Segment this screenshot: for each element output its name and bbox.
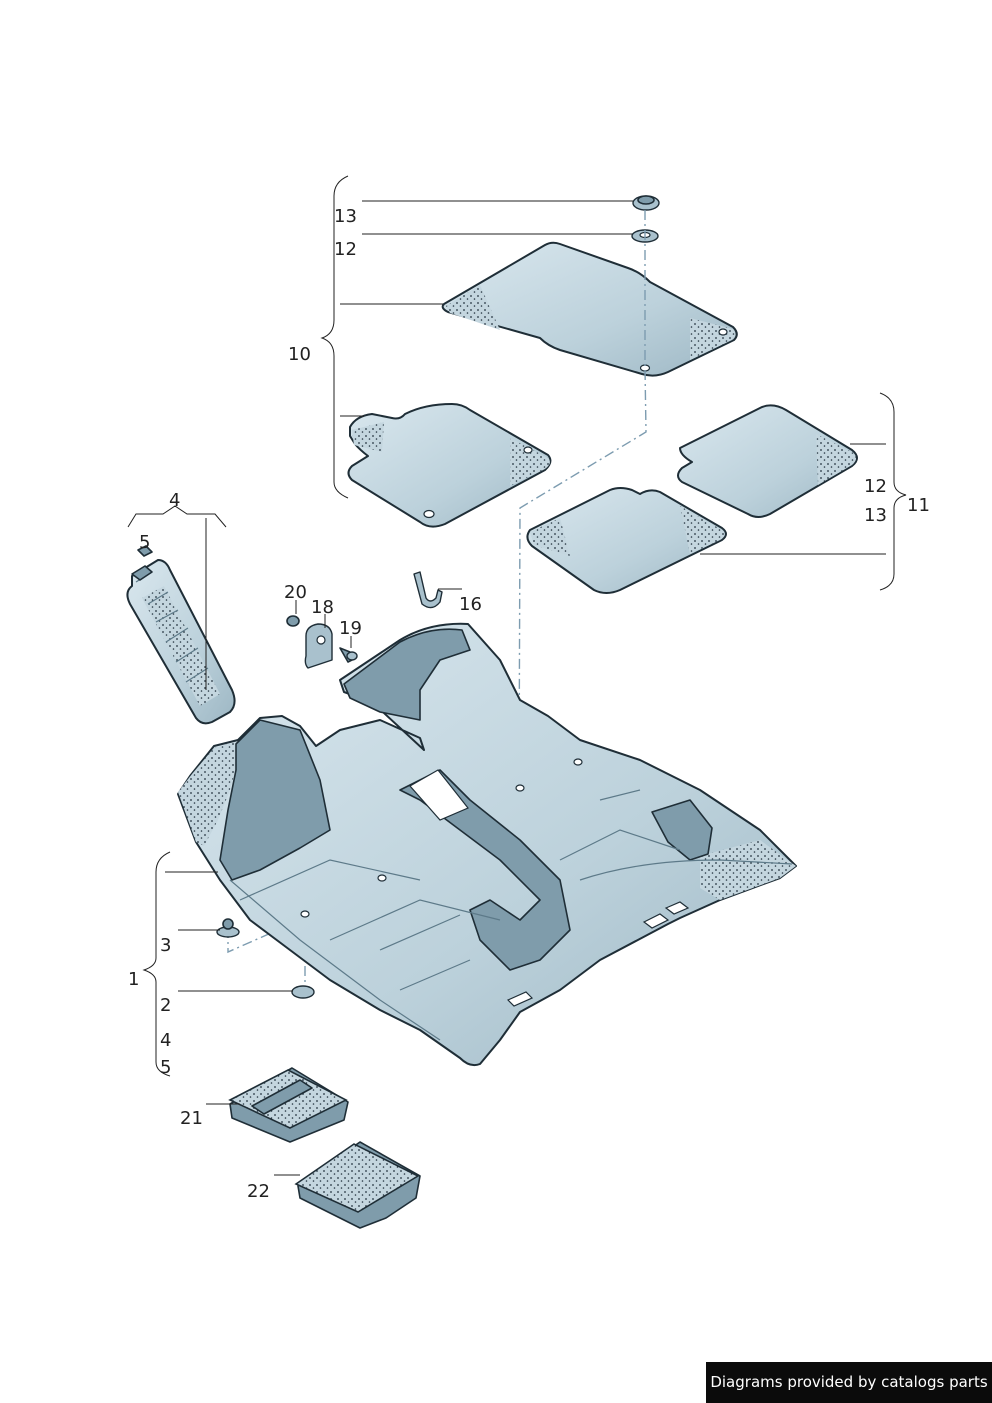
rear-mat-upper-dots (816, 434, 856, 485)
callout-labels: 13 12 10 12 13 11 4 5 20 18 19 16 3 1 2 … (128, 206, 930, 1202)
callout-4-top: 4 (169, 490, 180, 511)
callout-16: 16 (459, 594, 482, 615)
nut-20 (286, 615, 300, 627)
attribution-banner[interactable]: Diagrams provided by catalogs parts (706, 1362, 992, 1403)
mat-heel-pad-left (446, 285, 500, 330)
plug-2 (291, 985, 315, 999)
carpet-front-right-wall (343, 628, 471, 721)
front-floor-mat-small (347, 403, 552, 528)
front-mat-set (347, 241, 738, 528)
callout-5-bottom: 5 (160, 1057, 171, 1078)
callout-3: 3 (160, 935, 171, 956)
callout-12-lower: 12 (864, 476, 887, 497)
callout-2: 2 (160, 995, 171, 1016)
bracket-18 (304, 623, 333, 669)
callout-20: 20 (284, 582, 307, 603)
mat-fastener-top (632, 195, 660, 211)
clamp-16 (413, 571, 443, 609)
trim-ribbed-insert (142, 586, 220, 706)
carpet-tunnel (399, 769, 571, 971)
clip-5 (137, 545, 153, 557)
carpet-rear-bolster (651, 799, 713, 861)
mat-corner-dots (510, 438, 550, 486)
mat-front-dots (352, 422, 384, 452)
callout-12-upper: 12 (334, 239, 357, 260)
rear-mat-set (526, 404, 858, 594)
front-floor-mat-large (441, 241, 738, 377)
rear-floor-mat-upper (677, 404, 858, 518)
grommet-3 (216, 918, 240, 938)
rear-mat-lower-dots-right (680, 506, 725, 554)
carpet-left-wall (219, 719, 331, 881)
main-floor-carpet (177, 622, 797, 1067)
carpet-rear-right-dots (700, 840, 796, 900)
side-trim-panel (126, 559, 236, 725)
callout-18: 18 (311, 597, 334, 618)
callout-21: 21 (180, 1108, 203, 1129)
rear-floor-mat-lower (526, 487, 727, 594)
pad-22 (294, 1141, 421, 1229)
callout-4-bottom: 4 (160, 1030, 171, 1051)
callout-13-lower: 13 (864, 505, 887, 526)
callout-13-upper: 13 (334, 206, 357, 227)
leader-lines (127, 175, 907, 1176)
carpet-left-footwell-dots (178, 742, 238, 846)
pad-21 (228, 1067, 349, 1143)
callout-1: 1 (128, 969, 139, 990)
callout-22: 22 (247, 1181, 270, 1202)
rear-mat-lower-dots-left (530, 518, 570, 556)
callout-5-top: 5 (139, 532, 150, 553)
screw-19 (339, 647, 358, 663)
callout-19: 19 (339, 618, 362, 639)
callout-10: 10 (288, 344, 311, 365)
callout-11: 11 (907, 495, 930, 516)
